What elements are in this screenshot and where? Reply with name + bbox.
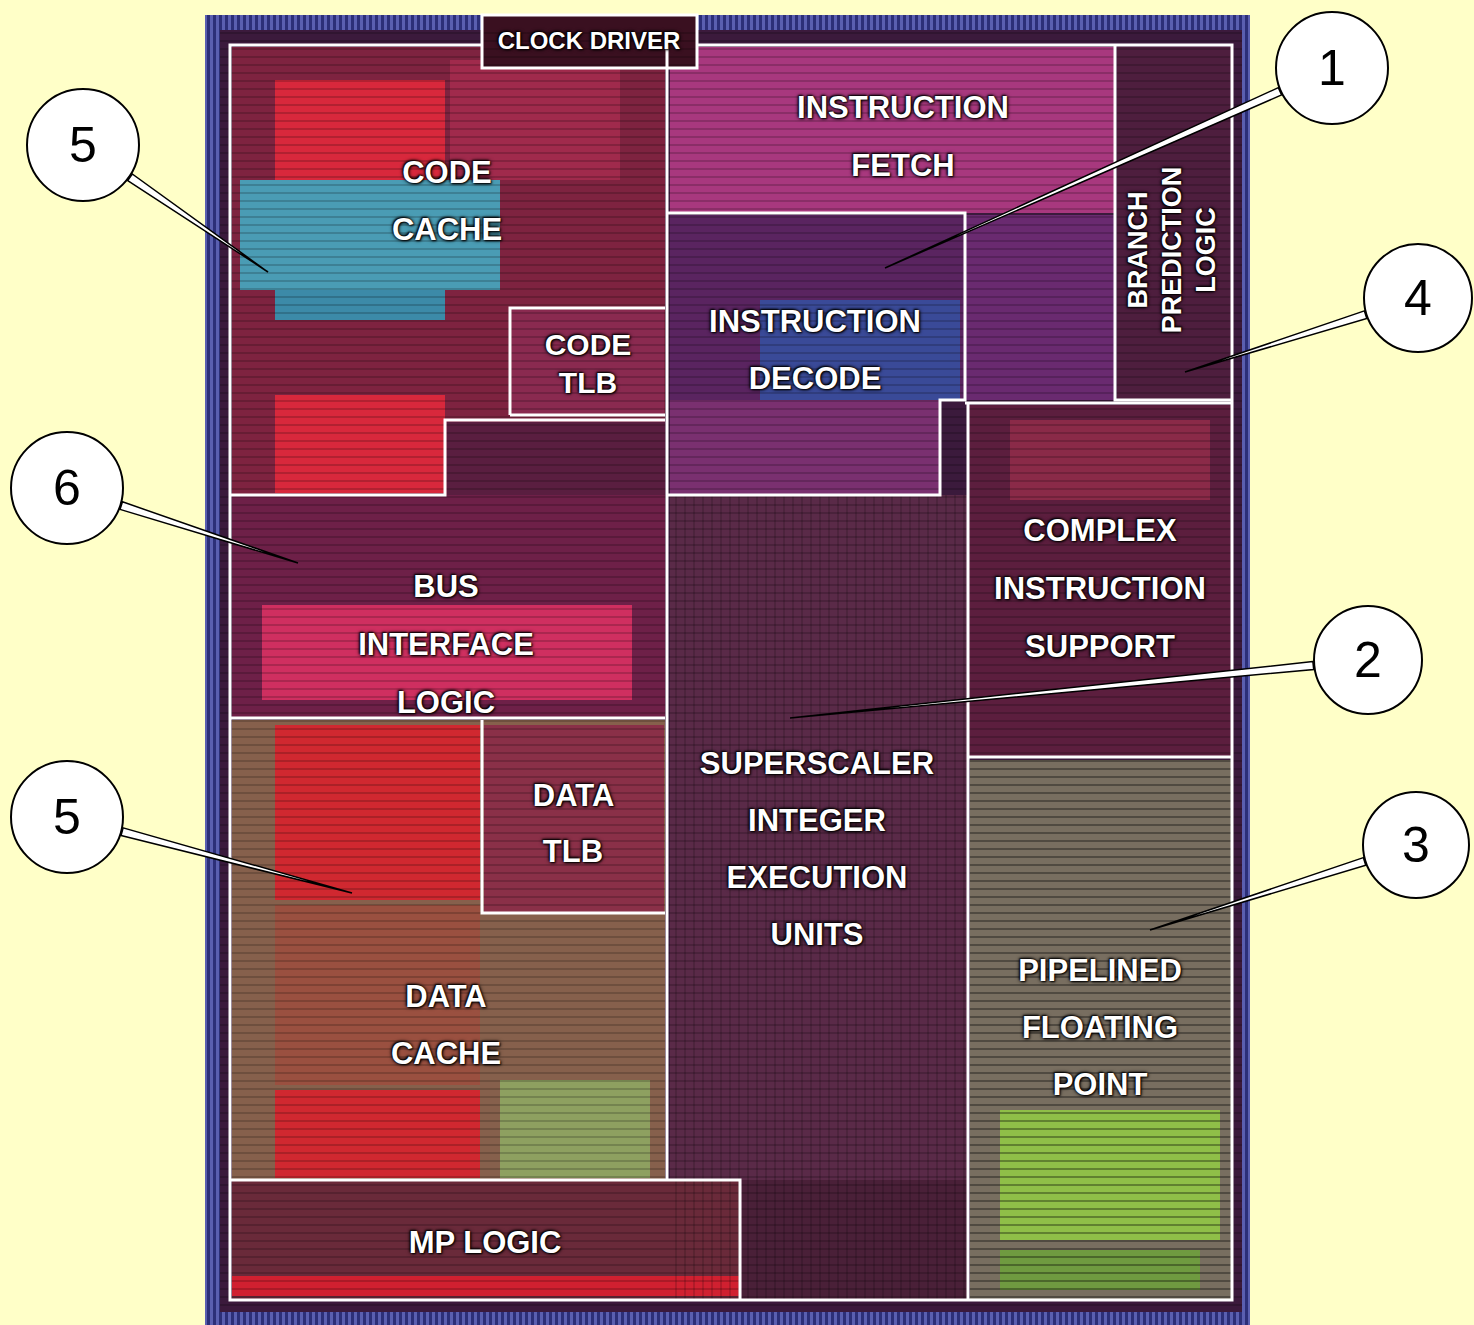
data-tlb-block: DATA TLB — [482, 720, 665, 913]
callout-circle: 2 — [1313, 605, 1423, 715]
block-label: SUPERSCALER INTEGER EXECUTION UNITS — [700, 735, 934, 963]
leader-line — [121, 828, 352, 893]
block-outline — [965, 403, 1232, 1300]
block-outline — [230, 1180, 740, 1300]
leader-line — [1150, 858, 1366, 930]
callout-circle: 1 — [1275, 11, 1389, 125]
block-label: MP LOGIC — [409, 1223, 562, 1263]
block-label: PIPELINED FLOATING POINT — [1018, 942, 1182, 1113]
clock-driver-block: CLOCK DRIVER — [482, 15, 697, 68]
block-label: INSTRUCTION FETCH — [797, 79, 1009, 195]
branch-prediction-block: BRANCH PREDICTION LOGIC — [1115, 45, 1232, 400]
block-label: BRANCH PREDICTION LOGIC — [1121, 167, 1223, 334]
bus-interface-block: BUS INTERFACE LOGIC — [230, 495, 665, 718]
callout-number: 6 — [53, 463, 81, 513]
callout-circle: 5 — [10, 760, 124, 874]
callout-circle: 6 — [10, 431, 124, 545]
die-boundary — [230, 45, 1232, 1300]
callout-number: 5 — [53, 792, 81, 842]
block-label: COMPLEX INSTRUCTION SUPPORT — [994, 502, 1206, 676]
block-outline — [1115, 45, 1232, 400]
code-cache-block: CODE CACHE — [230, 45, 510, 495]
complex-instruction-block: COMPLEX INSTRUCTION SUPPORT — [968, 403, 1232, 757]
callout-number: 2 — [1354, 635, 1382, 685]
block-label: BUS INTERFACE LOGIC — [358, 558, 534, 732]
leader-line — [1185, 311, 1367, 372]
block-label: INSTRUCTION DECODE — [709, 293, 921, 407]
callout-number: 1 — [1318, 43, 1346, 93]
data-cache-block: DATA CACHE — [230, 720, 665, 1180]
block-label: DATA CACHE — [391, 968, 501, 1082]
block-label: CODE TLB — [545, 326, 632, 402]
block-outline — [510, 308, 665, 415]
block-outline — [668, 213, 965, 495]
block-outline — [482, 720, 665, 913]
block-outline — [666, 45, 669, 1180]
callout-circle: 4 — [1363, 243, 1473, 353]
block-label: DATA TLB — [533, 768, 613, 880]
mp-logic-block: MP LOGIC — [230, 1180, 740, 1300]
block-outline — [230, 420, 665, 495]
block-label: CLOCK DRIVER — [498, 26, 681, 56]
callout-number: 5 — [69, 120, 97, 170]
floating-point-block: PIPELINED FLOATING POINT — [968, 760, 1232, 1300]
block-outline — [482, 15, 697, 68]
integer-execution-block: SUPERSCALER INTEGER EXECUTION UNITS — [668, 495, 968, 1300]
callout-number: 3 — [1402, 820, 1430, 870]
instruction-fetch-block: INSTRUCTION FETCH — [668, 45, 1115, 213]
leader-line — [790, 662, 1314, 718]
block-label: CODE CACHE — [392, 144, 502, 258]
code-tlb-block: CODE TLB — [510, 308, 665, 415]
callout-circle: 5 — [26, 88, 140, 202]
callout-circle: 3 — [1362, 791, 1470, 899]
leader-line — [120, 502, 298, 563]
callout-number: 4 — [1404, 273, 1432, 323]
instruction-decode-block: INSTRUCTION DECODE — [668, 213, 965, 495]
leader-line — [128, 174, 268, 272]
